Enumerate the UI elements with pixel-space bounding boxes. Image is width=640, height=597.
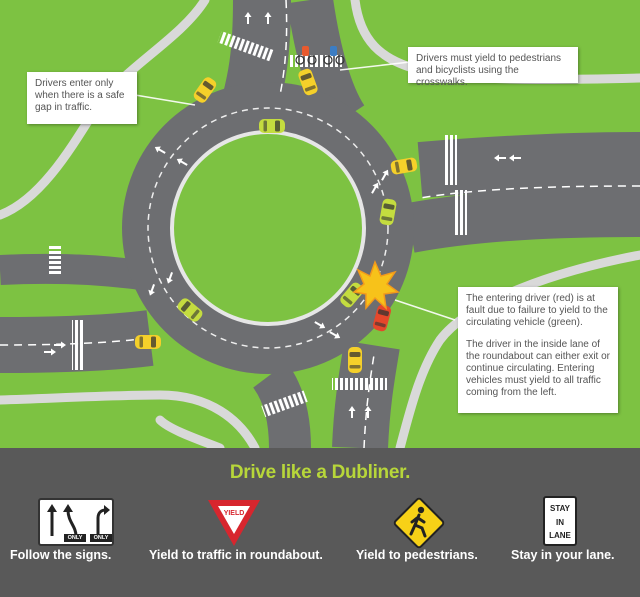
- sign-label: IN: [556, 518, 564, 527]
- yield-sign-icon: YIELD: [206, 498, 262, 548]
- collision-burst-icon: [352, 259, 400, 310]
- center-island: [170, 130, 366, 326]
- panel-headline: Drive like a Dubliner.: [229, 462, 411, 483]
- sign-label: STAY: [549, 504, 570, 513]
- car-green: [259, 119, 285, 133]
- stay-in-lane-sign-icon: STAY IN LANE: [543, 496, 577, 546]
- sign-caption: Yield to pedestrians.: [356, 548, 478, 562]
- callout-text: The driver in the inside lane of the rou…: [466, 339, 610, 398]
- sign-label: YIELD: [223, 510, 245, 517]
- callout-fault-explanation: The entering driver (red) is at fault du…: [458, 287, 618, 413]
- callout-enter-gap: Drivers enter only when there is a safe …: [27, 72, 137, 124]
- sign-caption: Follow the signs.: [10, 548, 112, 562]
- callout-yield-pedestrians: Drivers must yield to pedestrians and bi…: [408, 47, 578, 88]
- callout-text: Drivers must yield to pedestrians and bi…: [416, 53, 562, 88]
- pedestrian-crossing-sign-icon: [392, 496, 446, 550]
- bicyclists: [295, 46, 345, 65]
- sign-caption: Stay in your lane.: [511, 548, 615, 562]
- callout-text: The entering driver (red) is at fault du…: [466, 293, 608, 328]
- sign-caption: Yield to traffic in roundabout.: [149, 548, 323, 562]
- sign-label: ONLY: [93, 535, 109, 541]
- tips-panel: Drive like a Dubliner. ONLY ONLY Follow …: [0, 448, 640, 597]
- crosswalks: [49, 31, 467, 418]
- lane-arrows-sign-icon: ONLY ONLY: [38, 498, 114, 546]
- sign-label: ONLY: [67, 535, 83, 541]
- car-yellow: [348, 347, 362, 373]
- callout-text: Drivers enter only when there is a safe …: [35, 78, 125, 113]
- sign-label: LANE: [549, 531, 571, 540]
- car-yellow: [135, 335, 161, 349]
